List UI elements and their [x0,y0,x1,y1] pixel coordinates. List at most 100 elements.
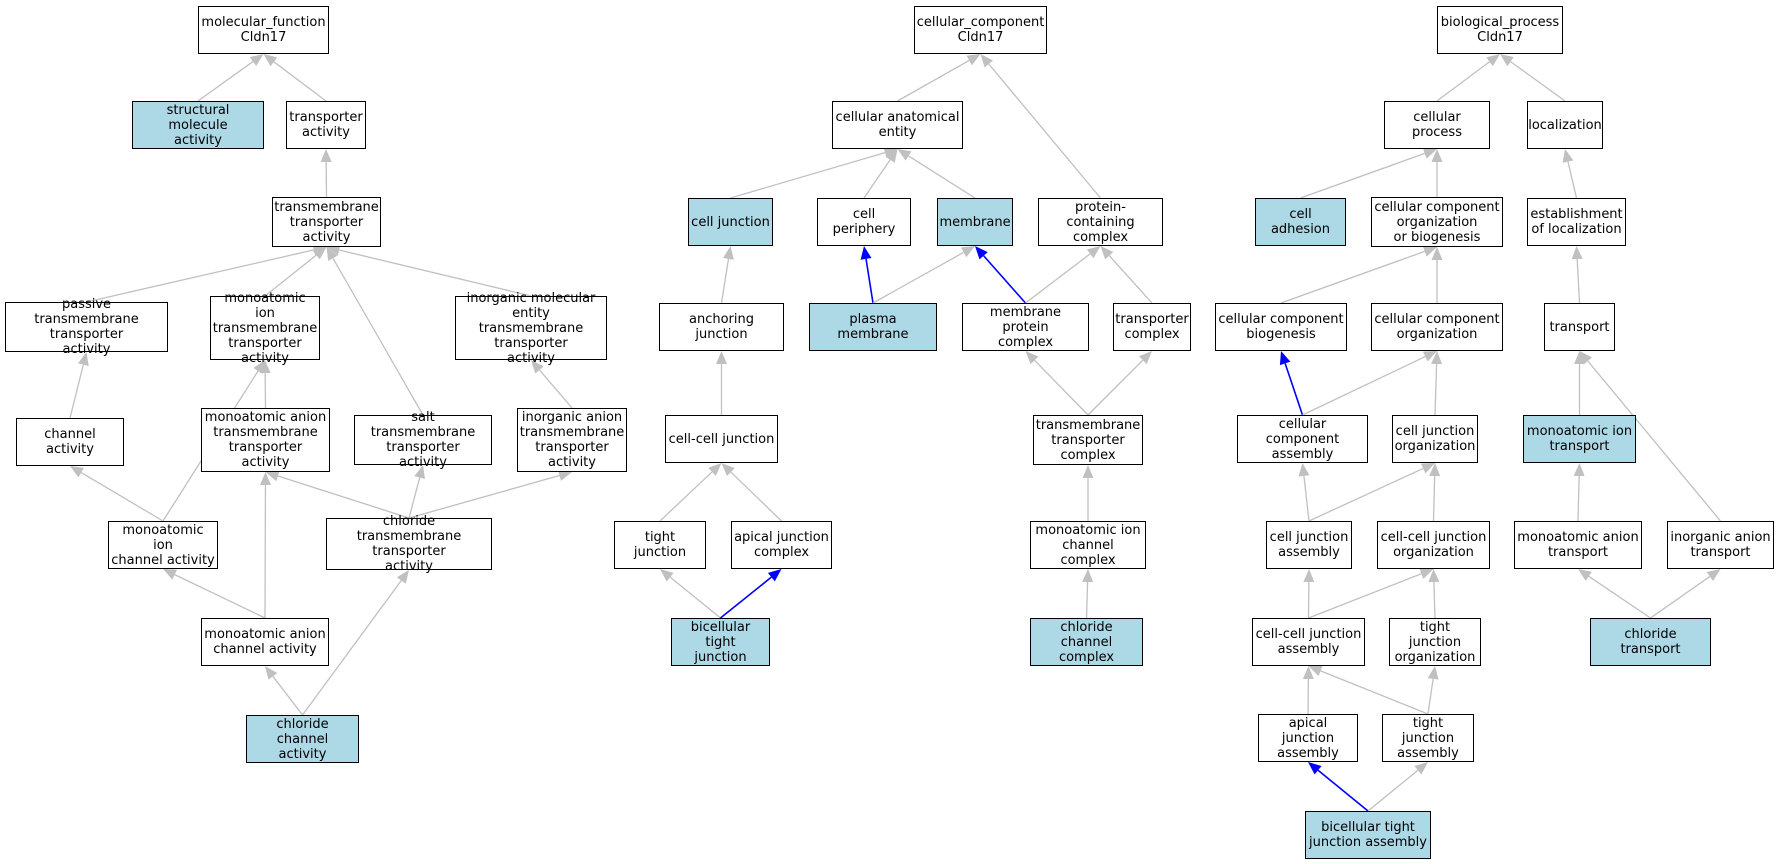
node-transporter-complex[interactable]: transporter complex [1113,303,1191,351]
arrowhead-cc_assembly-to-cc_biogenesis [1279,351,1291,366]
node-transporter-activity[interactable]: transporter activity [286,101,366,149]
node-cellular-anatomical-entity[interactable]: cellular anatomical entity [832,101,963,149]
node-monoatomic-ion-channel-activity[interactable]: monoatomic ion channel activity [108,521,218,569]
edge-inorganic_mol_tm-to-tm_transporter [338,249,532,297]
node-chloride-channel-activity[interactable]: chloride channel activity [246,715,359,763]
node-cell-cell-junction-assembly[interactable]: cell-cell junction assembly [1252,618,1365,666]
node-structural-molecule-activity[interactable]: structural molecule activity [132,101,264,149]
arrowhead-cellular_anatomical_entity-to-cc_root [966,54,981,66]
node-bicellular-tight-junction[interactable]: bicellular tight junction [671,618,770,666]
arrowhead-monoatomic_anion_transport-to-monoatomic_ion_transport [1573,463,1585,477]
node-apical-junction-assembly[interactable]: apical junction assembly [1258,714,1358,762]
arrowhead-cc_biogenesis-to-ccob [1422,246,1437,257]
edge-cell_junction-to-cellular_anatomical_entity [730,152,886,199]
node-tight-junction-organization[interactable]: tight junction organization [1389,618,1481,666]
edge-chloride_tm-to-monoatomic_anion_tm [277,475,410,519]
node-cellular-component-assembly[interactable]: cellular component assembly [1237,415,1368,463]
edge-cell_cell_junction_org-to-cell_junction_org [1432,475,1436,522]
edge-tight_junction_assembly-to-tight_junction_org [1427,678,1434,715]
arrowhead-transporter_activity-to-mf_root [263,54,278,67]
arrowhead-chloride_transport-to-monoatomic_anion_transport [1578,569,1592,581]
node-cell-junction[interactable]: cell junction [688,198,773,246]
node-inorganic-anion-transport[interactable]: inorganic anion transport [1667,521,1774,569]
node-membrane[interactable]: membrane [937,198,1013,246]
node-inorganic-anion-transmembrane-transporter-activity[interactable]: inorganic anion transmembrane transporte… [517,408,627,472]
node-apical-junction-complex[interactable]: apical junction complex [731,521,832,569]
node-cell-cell-junction[interactable]: cell-cell junction [665,415,778,463]
edge-plasma_membrane-to-membrane [872,251,964,304]
node-passive-transmembrane-transporter-activity[interactable]: passive transmembrane transporter activi… [5,297,168,357]
arrowhead-localization-to-bp_root [1500,54,1514,67]
arrowhead-channel_activity-to-passive_tm [78,352,89,366]
edge-bicellular_tight_junction-to-tight_junction [669,576,721,619]
edge-channel_activity-to-passive_tm [69,364,84,419]
node-monoatomic-ion-channel-complex[interactable]: monoatomic ion channel complex [1030,521,1146,569]
node-anchoring-junction[interactable]: anchoring junction [659,303,784,351]
node-cell-adhesion[interactable]: cell adhesion [1255,198,1346,246]
arrowhead-cc_assembly-to-cc_organization [1422,351,1437,362]
edge-tm_transporter_complex-to-membrane_protein_complex [1034,359,1089,416]
edge-inorganic_anion_tm-to-inorganic_mol_tm [538,369,573,409]
node-biological-process-root[interactable]: biological_process Cldn17 [1437,6,1563,54]
arrowhead-chloride_transport-to-inorganic_anion_transport [1706,569,1721,581]
node-bicellular-tight-junction-assembly[interactable]: bicellular tight junction assembly [1305,811,1431,859]
edge-tight_junction_org-to-cell_cell_junction_org [1433,581,1436,619]
arrowhead-cell_cell_junction_org-to-cell_junction_org [1429,463,1441,477]
node-monoatomic-anion-transmembrane-transporter-activity[interactable]: monoatomic anion transmembrane transport… [201,408,330,472]
arrowhead-monoatomic_ion_transport-to-transport [1574,351,1585,364]
node-establishment-of-localization[interactable]: establishment of localization [1527,198,1626,246]
node-inorganic-molecular-entity-transmembrane-transporter-activity[interactable]: inorganic molecular entity transmembrane… [455,291,607,366]
node-tight-junction[interactable]: tight junction [614,521,706,569]
edge-chloride_tm-to-inorganic_anion_tm [408,474,560,519]
node-monoatomic-anion-transport[interactable]: monoatomic anion transport [1514,521,1642,569]
node-salt-transmembrane-transporter-activity[interactable]: salt transmembrane transporter activity [354,410,492,470]
node-tight-junction-assembly[interactable]: tight junction assembly [1382,714,1474,762]
arrowhead-cell_cell_junction-to-anchoring_junction [716,351,727,364]
node-cell-periphery[interactable]: cell periphery [817,198,911,246]
arrowhead-membrane_protein_complex-to-membrane [975,246,988,260]
node-protein-containing-complex[interactable]: protein-containing complex [1038,198,1163,246]
edge-monoatomic_anion_transport-to-monoatomic_ion_transport [1577,475,1580,522]
edge-monoatomic_anion_channel-to-monoatomic_ion_channel [174,574,266,619]
edge-cellular_anatomical_entity-to-cc_root [897,59,970,102]
arrowhead-transporter_complex-to-protein_containing_complex [1100,246,1114,260]
node-transport[interactable]: transport [1544,303,1615,351]
node-cellular-component-organization[interactable]: cellular component organization [1371,303,1503,351]
arrowhead-bicellular_tj_assembly-to-apical_junction_assembly [1308,762,1322,775]
edge-chloride_transport-to-monoatomic_anion_transport [1588,575,1651,619]
node-transmembrane-transporter-complex[interactable]: transmembrane transporter complex [1033,415,1143,465]
edge-membrane_protein_complex-to-membrane [983,255,1027,304]
node-cell-cell-junction-organization[interactable]: cell-cell junction organization [1377,521,1490,569]
arrowhead-cell_cell_junction_assembly-to-cell_cell_junction_org [1419,568,1434,579]
node-chloride-transport[interactable]: chloride transport [1590,618,1711,666]
node-monoatomic-anion-channel-activity[interactable]: monoatomic anion channel activity [201,618,329,666]
node-plasma-membrane[interactable]: plasma membrane [809,303,937,351]
node-cellular-component-root[interactable]: cellular_component Cldn17 [914,6,1047,54]
node-cellular-component-biogenesis[interactable]: cellular component biogenesis [1215,303,1347,351]
node-cell-junction-organization[interactable]: cell junction organization [1392,415,1478,463]
node-monoatomic-ion-transport[interactable]: monoatomic ion transport [1523,415,1636,463]
arrowhead-establishment_localization-to-localization [1562,149,1574,163]
node-transmembrane-transporter-activity[interactable]: transmembrane transporter activity [272,197,381,247]
node-molecular-function-root[interactable]: molecular_function Cldn17 [198,6,329,54]
node-localization[interactable]: localization [1527,101,1603,149]
node-membrane-protein-complex[interactable]: membrane protein complex [962,303,1089,351]
arrowhead-ccob-to-cellular_process [1431,149,1443,162]
node-cell-junction-assembly[interactable]: cell junction assembly [1266,521,1352,569]
node-cellular-component-organization-or-biogenesis[interactable]: cellular component organization or bioge… [1371,197,1503,247]
node-monoatomic-ion-transmembrane-transporter-activity[interactable]: monoatomic ion transmembrane transporter… [210,291,320,366]
arrowhead-cc_organization-to-ccob [1431,247,1443,260]
node-chloride-channel-complex[interactable]: chloride channel complex [1030,618,1143,666]
arrowhead-chloride_channel_complex-to-monoatomic_ion_channel_complex [1082,569,1094,583]
edge-chloride_tm-to-salt_tm [408,477,421,519]
edge-cell_periphery-to-cellular_anatomical_entity [863,159,891,199]
edge-transport-to-establishment_localization [1576,258,1581,304]
arrowhead-salt_tm-to-tm_transporter [326,247,338,262]
arrowhead-apical_junction_assembly-to-cell_cell_junction_assembly [1302,666,1314,680]
node-chloride-transmembrane-transporter-activity[interactable]: chloride transmembrane transporter activ… [326,514,492,574]
arrowhead-cell_junction_org-to-cc_organization [1431,351,1443,365]
node-cellular-process[interactable]: cellular process [1384,101,1490,149]
arrowhead-protein_containing_complex-to-cc_root [980,54,994,68]
edge-bicellular_tight_junction-to-apical_junction_complex [719,576,772,619]
node-channel-activity[interactable]: channel activity [16,418,124,466]
